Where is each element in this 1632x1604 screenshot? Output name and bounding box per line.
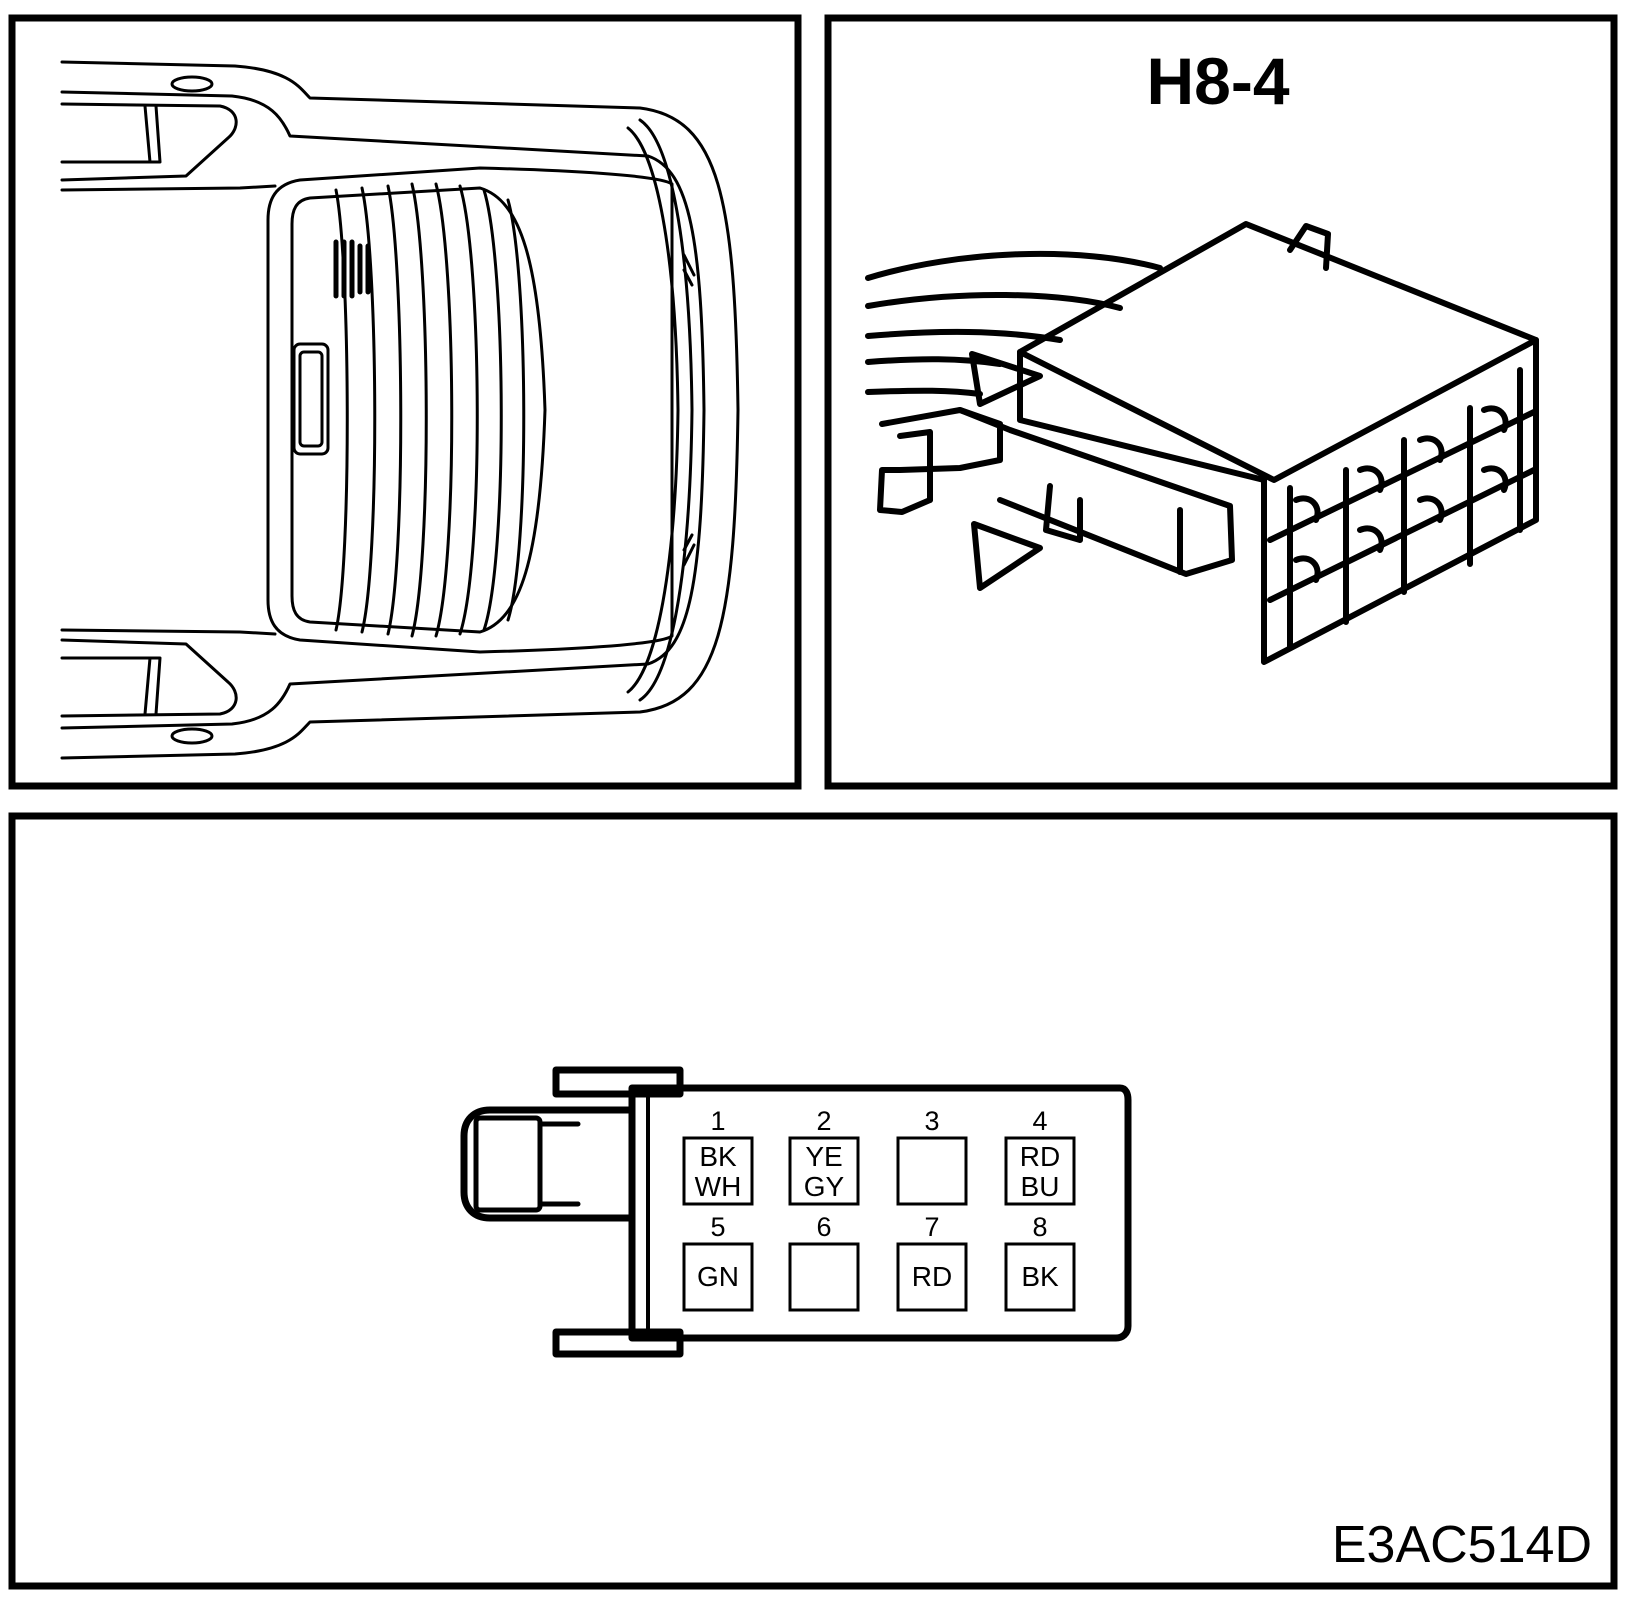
wire-color-top: RD: [1020, 1141, 1060, 1172]
pin-3: 3: [896, 1106, 968, 1206]
panel-pinout: 1 BK WH 2 YE GY 3 4 RD BU 5 GN: [8, 812, 1618, 1590]
wire-color-top: RD: [912, 1261, 952, 1292]
connector-face-outline: [460, 1066, 1132, 1358]
wire-color-bottom: GY: [804, 1171, 845, 1202]
pin-2: 2 YE GY: [788, 1106, 860, 1206]
pin-number: 3: [924, 1106, 939, 1136]
pin-number: 4: [1032, 1106, 1047, 1136]
connector-isometric-drawing: [865, 221, 1539, 665]
pin-cavity: [1004, 1136, 1076, 1206]
figure-code: E3AC514D: [1332, 1516, 1592, 1574]
pin-cavity: [896, 1136, 968, 1206]
pin-number: 5: [710, 1212, 725, 1242]
wire-color-top: BK: [1021, 1261, 1059, 1292]
pin-number: 8: [1032, 1212, 1047, 1242]
panel-connector-isometric: H8-4: [824, 14, 1618, 790]
pin-cavity: [682, 1136, 754, 1206]
wire-color-top: BK: [699, 1141, 737, 1172]
wire-color-top: GN: [697, 1261, 739, 1292]
pin-8: 8 BK: [1004, 1212, 1076, 1312]
pin-cavity: [896, 1242, 968, 1312]
pin-number: 2: [816, 1106, 831, 1136]
vehicle-roof-drawing: [60, 60, 740, 760]
pin-4: 4 RD BU: [1004, 1106, 1076, 1206]
pin-number: 1: [710, 1106, 725, 1136]
pin-5: 5 GN: [682, 1212, 754, 1312]
pin-cavity: [788, 1136, 860, 1206]
pin-number: 7: [924, 1212, 939, 1242]
pin-1: 1 BK WH: [682, 1106, 754, 1206]
connector-title: H8-4: [1146, 44, 1289, 118]
wire-color-top: YE: [805, 1141, 842, 1172]
pin-cavity: [788, 1242, 860, 1312]
panel-vehicle-view: [8, 14, 802, 790]
wire-color-bottom: WH: [695, 1171, 742, 1202]
wire-color-bottom: BU: [1021, 1171, 1060, 1202]
pin-cavity: [1004, 1242, 1076, 1312]
pin-7: 7 RD: [896, 1212, 968, 1312]
pin-6: 6: [788, 1212, 860, 1312]
pin-number: 6: [816, 1212, 831, 1242]
pin-cavity: [682, 1242, 754, 1312]
